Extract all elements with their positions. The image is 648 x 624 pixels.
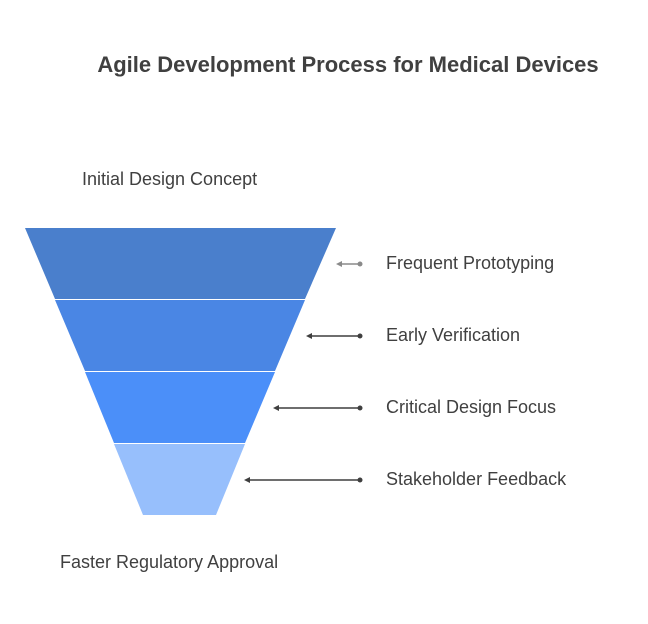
funnel-stage-3 bbox=[85, 372, 275, 443]
funnel-stage-2 bbox=[55, 300, 305, 371]
funnel-input-label: Initial Design Concept bbox=[82, 169, 258, 189]
funnel-stage-4 bbox=[114, 444, 245, 515]
stage-label-frequent-prototyping: Frequent Prototyping bbox=[386, 253, 555, 273]
connector-stage-4 bbox=[244, 477, 363, 483]
funnel-stage-1 bbox=[25, 228, 336, 299]
funnel-output-label: Faster Regulatory Approval bbox=[60, 552, 279, 572]
stage-label-critical-design-focus: Critical Design Focus bbox=[386, 397, 557, 417]
stage-label-early-verification: Early Verification bbox=[386, 325, 521, 345]
stage-label-stakeholder-feedback: Stakeholder Feedback bbox=[386, 469, 567, 489]
diagram-title: Agile Development Process for Medical De… bbox=[97, 52, 599, 77]
connector-stage-1 bbox=[336, 261, 363, 267]
connector-stage-2 bbox=[306, 333, 363, 339]
connector-stage-3 bbox=[273, 405, 363, 411]
